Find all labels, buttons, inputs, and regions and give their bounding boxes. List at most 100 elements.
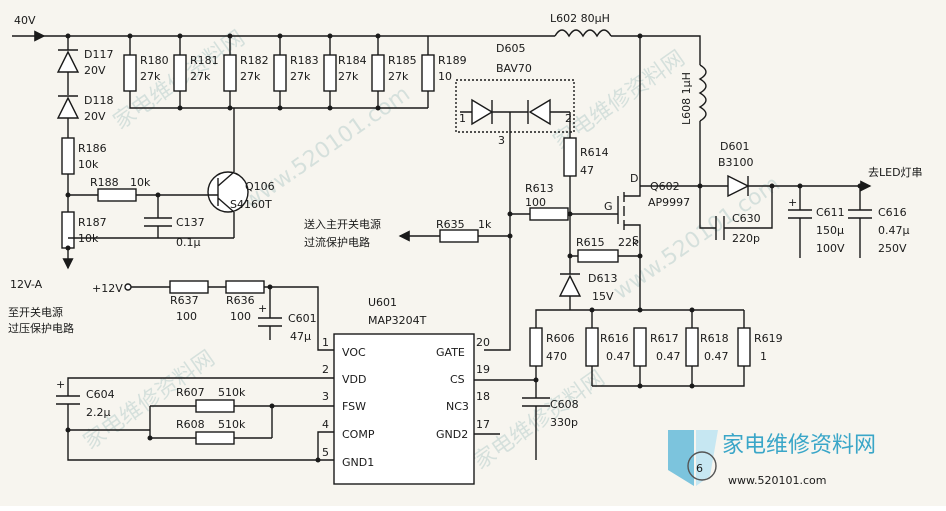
svg-text:C601: C601 [288, 312, 317, 325]
svg-text:1k: 1k [478, 218, 492, 231]
svg-text:20V: 20V [84, 64, 106, 77]
svg-text:S: S [632, 234, 639, 247]
svg-text:R619: R619 [754, 332, 783, 345]
net-40v: 40V [14, 14, 36, 27]
svg-text:47μ: 47μ [290, 330, 311, 343]
svg-text:27k: 27k [190, 70, 211, 83]
svg-text:R186: R186 [78, 142, 107, 155]
d613-zener [558, 274, 582, 297]
r613 [529, 207, 569, 221]
svg-text:D613: D613 [588, 272, 617, 285]
svg-text:22k: 22k [618, 236, 639, 249]
svg-text:3: 3 [498, 134, 505, 147]
svg-text:20: 20 [476, 336, 490, 349]
svg-text:150μ: 150μ [816, 224, 844, 237]
svg-text:D: D [630, 172, 638, 185]
svg-text:U601: U601 [368, 296, 397, 309]
svg-text:FSW: FSW [342, 400, 366, 413]
svg-text:0.47: 0.47 [704, 350, 729, 363]
r187 [61, 211, 75, 249]
svg-text:27k: 27k [140, 70, 161, 83]
svg-text:C630: C630 [732, 212, 761, 225]
led-output-note: 去LED灯串 [868, 166, 923, 179]
svg-text:过流保护电路: 过流保护电路 [304, 235, 370, 249]
inductor-l602-label: L602 80μH [550, 12, 610, 25]
d605-bav70: D605 BAV70 1 2 3 [455, 42, 575, 351]
d118-zener [56, 96, 80, 119]
svg-text:250V: 250V [878, 242, 907, 255]
svg-text:VOC: VOC [342, 346, 366, 359]
svg-text:5: 5 [322, 446, 329, 459]
svg-text:R180: R180 [140, 54, 169, 67]
svg-text:R637: R637 [170, 294, 199, 307]
svg-text:0.47: 0.47 [606, 350, 631, 363]
svg-text:家电维修资料网: 家电维修资料网 [469, 366, 610, 475]
c601-plus-sign: + [258, 302, 267, 315]
svg-text:220p: 220p [732, 232, 760, 245]
d601-diode [727, 174, 750, 198]
svg-text:2.2μ: 2.2μ [86, 406, 111, 419]
svg-text:GND2: GND2 [436, 428, 468, 441]
svg-text:CS: CS [450, 373, 465, 386]
svg-text:R618: R618 [700, 332, 729, 345]
svg-text:R615: R615 [576, 236, 605, 249]
site-logo: 6 家电维修资料网 www.520101.com [668, 430, 876, 487]
q106-transistor: Q106 S4160T [207, 108, 275, 238]
svg-text:20V: 20V [84, 110, 106, 123]
svg-text:AP9997: AP9997 [648, 196, 690, 209]
d117-zener [56, 50, 80, 73]
svg-text:R614: R614 [580, 146, 609, 159]
r635 [439, 229, 479, 243]
svg-text:G: G [604, 200, 613, 213]
svg-text:www.520101.com: www.520101.com [239, 81, 415, 214]
c611-plus-sign: + [788, 196, 797, 209]
svg-text:GATE: GATE [436, 346, 465, 359]
svg-text:6: 6 [696, 462, 703, 475]
svg-text:2: 2 [565, 112, 572, 125]
svg-text:100V: 100V [816, 242, 845, 255]
svg-text:过压保护电路: 过压保护电路 [8, 321, 74, 335]
svg-text:R608: R608 [176, 418, 205, 431]
svg-text:C616: C616 [878, 206, 907, 219]
svg-text:R606: R606 [546, 332, 575, 345]
svg-text:Q106: Q106 [245, 180, 275, 193]
r636 [225, 280, 265, 294]
svg-text:C137: C137 [176, 216, 205, 229]
svg-text:27k: 27k [240, 70, 261, 83]
svg-text:www.520101.com: www.520101.com [728, 474, 826, 487]
svg-text:15V: 15V [592, 290, 614, 303]
svg-text:18: 18 [476, 390, 490, 403]
r188 [97, 188, 137, 202]
svg-text:R187: R187 [78, 216, 107, 229]
svg-text:100: 100 [525, 196, 546, 209]
svg-text:27k: 27k [388, 70, 409, 83]
svg-text:B3100: B3100 [718, 156, 754, 169]
svg-text:1: 1 [322, 336, 329, 349]
svg-text:470: 470 [546, 350, 567, 363]
svg-text:D117: D117 [84, 48, 113, 61]
svg-text:VDD: VDD [342, 373, 366, 386]
svg-text:D118: D118 [84, 94, 113, 107]
svg-text:R188: R188 [90, 176, 119, 189]
svg-text:0.47: 0.47 [656, 350, 681, 363]
svg-text:12V-A: 12V-A [10, 278, 43, 291]
svg-text:10: 10 [438, 70, 452, 83]
svg-text:R183: R183 [290, 54, 319, 67]
svg-text:R184: R184 [338, 54, 367, 67]
svg-text:D605: D605 [496, 42, 525, 55]
svg-text:R617: R617 [650, 332, 679, 345]
svg-text:R635: R635 [436, 218, 465, 231]
svg-text:MAP3204T: MAP3204T [368, 314, 427, 327]
svg-text:R181: R181 [190, 54, 219, 67]
svg-text:R182: R182 [240, 54, 269, 67]
svg-text:R613: R613 [525, 182, 554, 195]
svg-text:330p: 330p [550, 416, 578, 429]
svg-text:510k: 510k [218, 418, 246, 431]
c604-plus-sign: + [56, 378, 65, 391]
svg-text:2: 2 [322, 363, 329, 376]
svg-text:4: 4 [322, 418, 329, 431]
svg-text:27k: 27k [338, 70, 359, 83]
